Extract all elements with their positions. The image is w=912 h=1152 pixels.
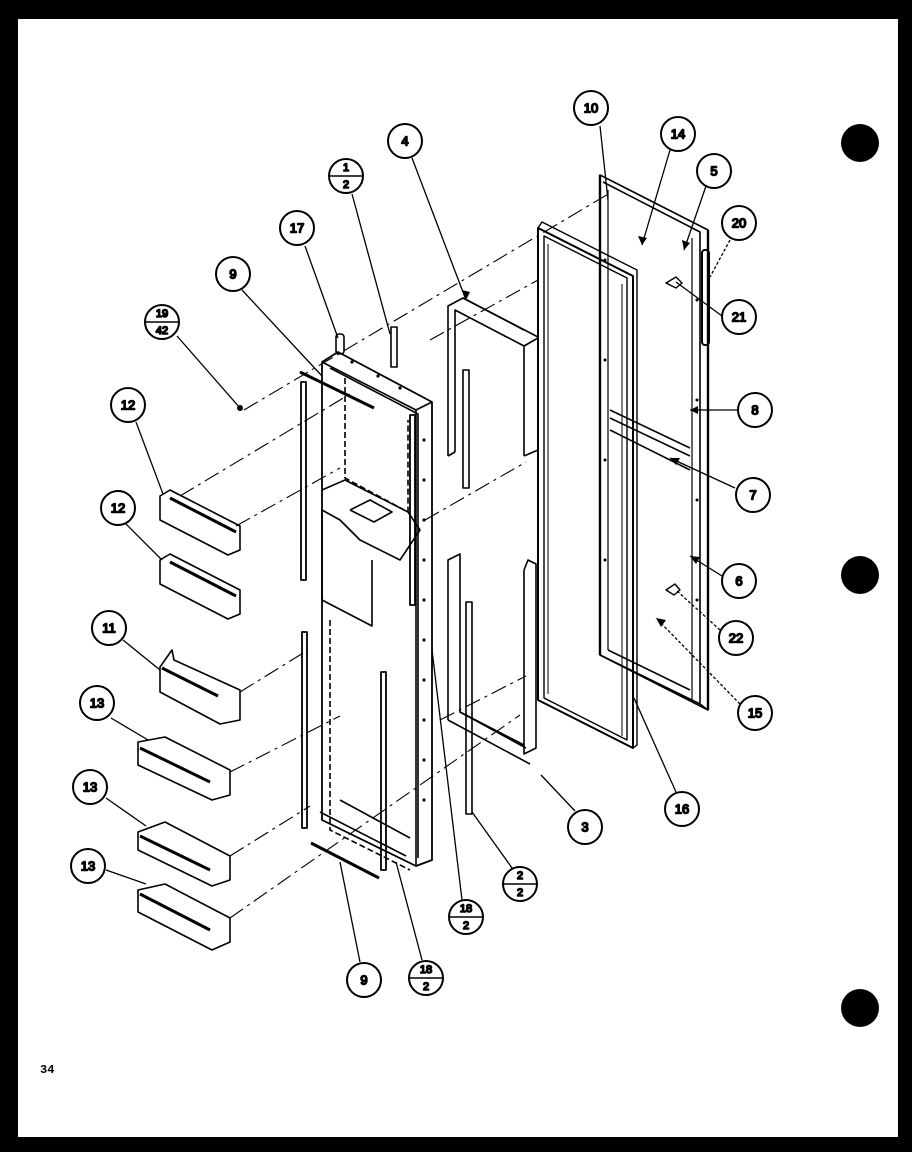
svg-text:20: 20 [732,216,746,231]
callout-10: 10 [573,90,609,126]
svg-text:12: 12 [121,398,135,413]
svg-text:18: 18 [420,964,432,976]
svg-text:15: 15 [748,706,762,721]
callout-15: 15 [737,695,773,731]
leader-lines [105,125,741,963]
svg-text:5: 5 [710,164,717,179]
frame-bottom-3 [447,553,537,815]
callout-9-bottom: 9 [346,962,382,998]
callout-3: 3 [567,809,603,845]
page-number: 34 [40,1063,55,1077]
svg-text:13: 13 [90,696,104,711]
svg-text:16: 16 [675,802,689,817]
svg-text:1: 1 [343,162,349,174]
svg-text:13: 13 [83,780,97,795]
svg-text:42: 42 [156,325,168,337]
callout-16: 16 [664,791,700,827]
callout-12-lower: 12 [100,490,136,526]
callout-1-2: 12 [328,158,364,194]
svg-text:2: 2 [423,981,429,993]
callout-17: 17 [279,210,315,246]
callout-18-2-a: 182 [448,899,484,935]
svg-text:17: 17 [290,221,304,236]
callout-13-c: 13 [70,848,106,884]
svg-text:7: 7 [749,488,756,503]
frame-top-4 [447,297,539,489]
svg-text:22: 22 [729,631,743,646]
svg-text:4: 4 [401,134,408,149]
punch-hole-middle [841,556,879,594]
svg-text:21: 21 [732,310,746,325]
callout-7: 7 [735,477,771,513]
callout-12-upper: 12 [110,387,146,423]
callout-2-2: 22 [502,866,538,902]
svg-text:10: 10 [584,101,598,116]
callout-14: 14 [660,116,696,152]
svg-text:19: 19 [156,308,168,320]
punch-hole-bottom [841,989,879,1027]
callout-20: 20 [721,205,757,241]
door-gasket [537,221,638,749]
breaker-strips [299,370,416,880]
callout-5: 5 [696,153,732,189]
svg-text:8: 8 [751,403,758,418]
callout-22: 22 [718,620,754,656]
svg-text:2: 2 [343,179,349,191]
svg-text:14: 14 [671,127,685,142]
callout-11: 11 [91,610,127,646]
svg-text:3: 3 [581,820,588,835]
callout-8: 8 [737,392,773,428]
callout-4: 4 [387,123,423,159]
callout-9-top: 9 [215,256,251,292]
door-liner [319,326,433,871]
svg-text:6: 6 [735,574,742,589]
punch-hole-top [841,124,879,162]
svg-text:2: 2 [517,887,523,899]
svg-text:2: 2 [517,870,523,882]
svg-text:11: 11 [102,621,116,636]
callout-6: 6 [721,563,757,599]
door-panel [598,174,710,711]
svg-text:13: 13 [81,859,95,874]
callout-13-a: 13 [79,685,115,721]
svg-text:9: 9 [360,973,367,988]
shelf-bins [137,489,241,951]
svg-text:18: 18 [460,903,472,915]
svg-text:9: 9 [229,267,236,282]
callout-21: 21 [721,299,757,335]
callout-18-2-b: 182 [408,960,444,996]
alignment-lines [179,192,611,919]
svg-text:12: 12 [111,501,125,516]
svg-text:2: 2 [463,920,469,932]
callout-13-b: 13 [72,769,108,805]
